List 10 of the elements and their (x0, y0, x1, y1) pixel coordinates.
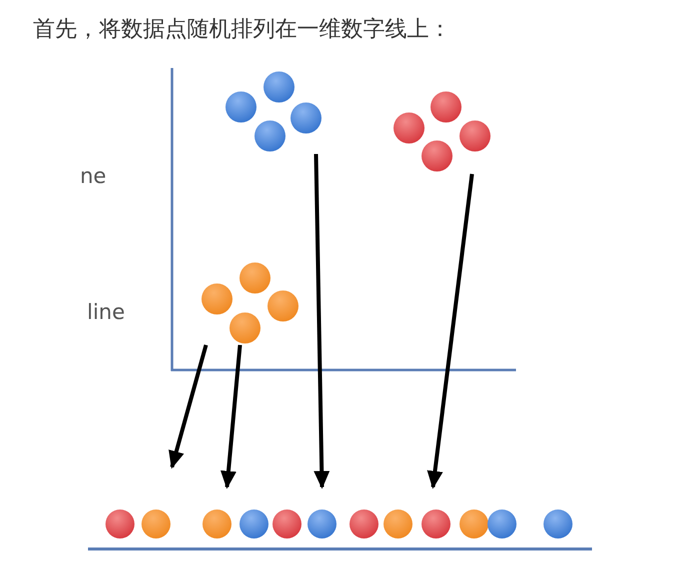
dot-cluster (201, 262, 299, 344)
arrow (314, 154, 330, 489)
dot-cluster (393, 91, 491, 173)
axis-label: ne (80, 164, 106, 188)
arrow (220, 344, 242, 489)
arrow (168, 344, 208, 469)
arrow (427, 174, 474, 489)
axis-label: line (87, 300, 125, 324)
dot-cluster (225, 71, 323, 153)
heading: 首先，将数据点随机排列在一维数字线上： (33, 16, 451, 44)
